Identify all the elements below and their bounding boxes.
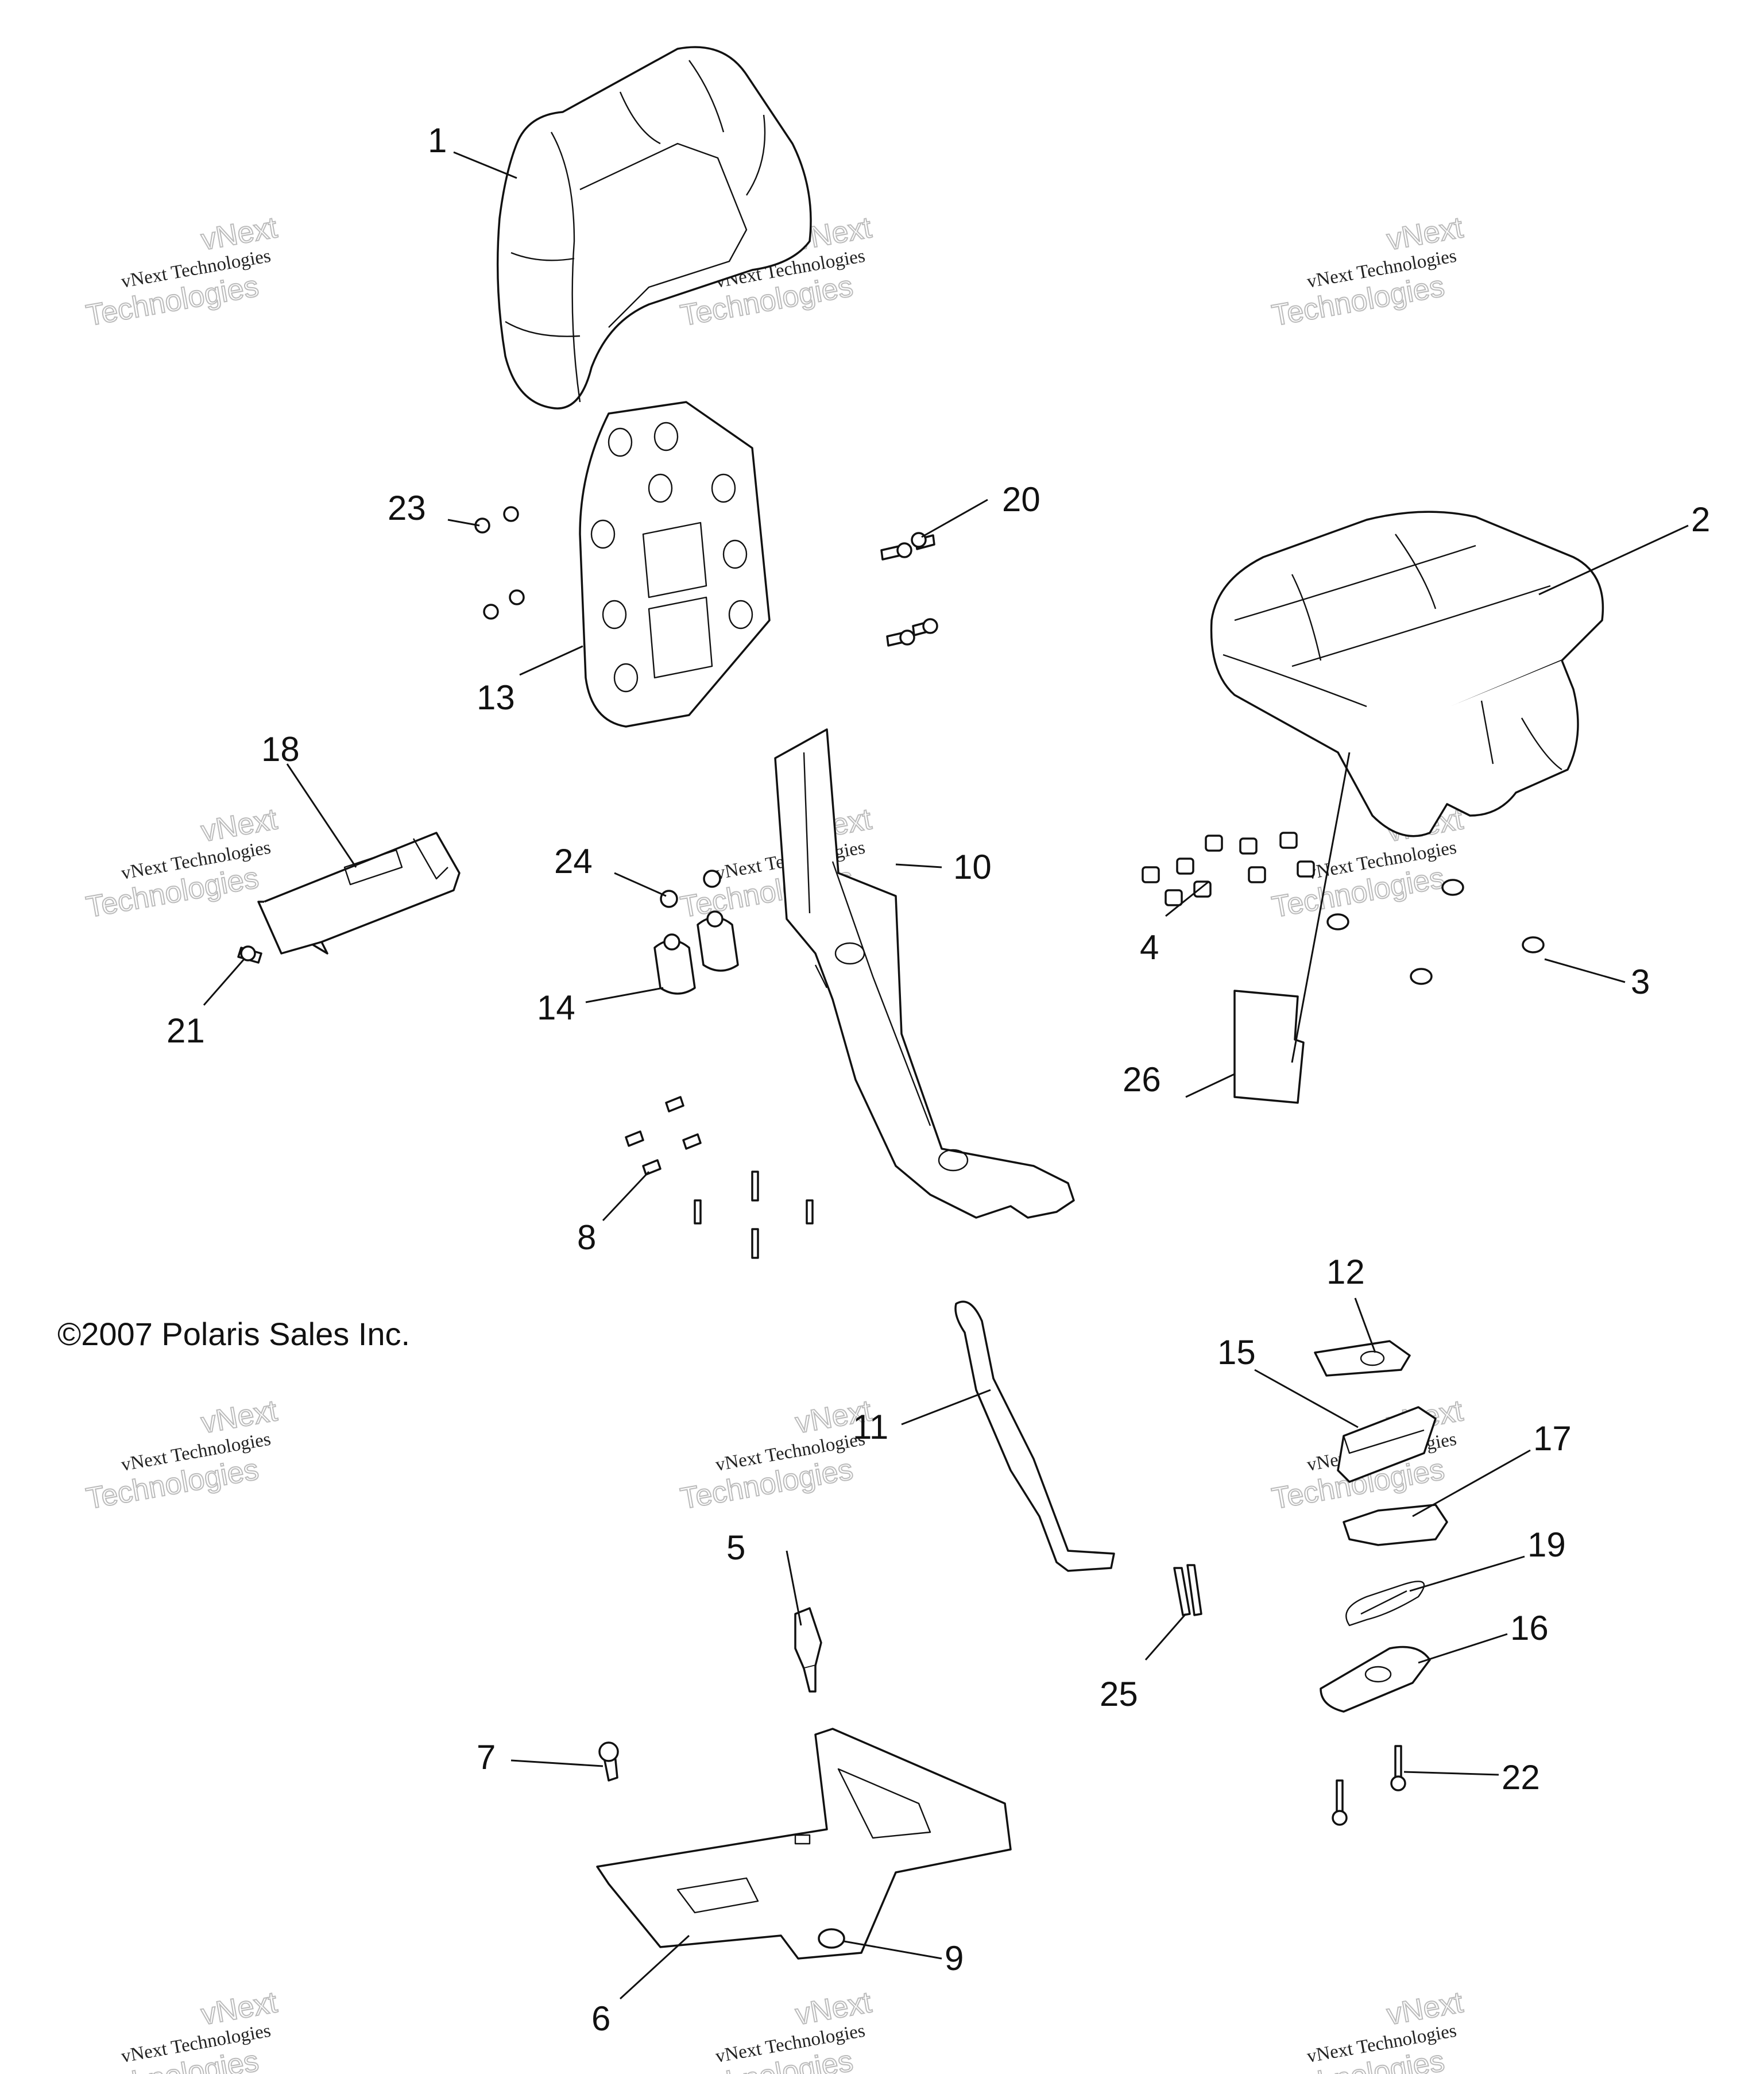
part-26-decal	[1233, 990, 1305, 1104]
part-3-nuts	[1326, 879, 1545, 985]
callout-20: 20	[1002, 480, 1040, 519]
part-8-screws	[625, 1096, 814, 1259]
part-9-nut	[818, 1928, 845, 1949]
part-11-strap	[954, 1300, 1115, 1572]
watermark: vNext vNext Technologies Technologies	[83, 210, 281, 333]
callout-7: 7	[477, 1738, 496, 1776]
part-7-bolt	[598, 1741, 619, 1782]
callout-5: 5	[726, 1528, 745, 1567]
part-5-plunger	[794, 1607, 822, 1693]
callout-10: 10	[953, 848, 992, 886]
callout-6: 6	[591, 1999, 610, 2038]
part-16-latch-base	[1320, 1646, 1431, 1713]
callout-2: 2	[1691, 500, 1710, 539]
part-4-clips	[1142, 832, 1315, 906]
callout-22: 22	[1502, 1758, 1540, 1797]
callout-23: 23	[388, 489, 426, 527]
callout-1: 1	[428, 121, 447, 160]
part-2-seat-cushion	[1210, 511, 1604, 837]
watermark: vNext vNext Technologies Technologies	[1269, 802, 1467, 925]
callout-11: 11	[853, 1408, 888, 1446]
part-18-bracket	[257, 832, 461, 955]
callout-13: 13	[477, 678, 515, 717]
callout-21: 21	[167, 1011, 205, 1050]
part-6-base-plate	[596, 1728, 1012, 1960]
part-12-plate	[1314, 1340, 1411, 1377]
part-10-seat-frame	[774, 728, 1075, 1219]
watermark: vNext vNext Technologies Technologies	[678, 1985, 875, 2074]
callout-25: 25	[1100, 1675, 1138, 1713]
watermark: vNext vNext Technologies Technologies	[1269, 1985, 1467, 2074]
part-13-backrest-plate	[579, 401, 771, 728]
watermarks: vNext vNext Technologies Technologies vN…	[83, 210, 1467, 2074]
callout-18: 18	[261, 730, 300, 768]
callout-24: 24	[554, 842, 593, 880]
copyright-notice: ©2007 Polaris Sales Inc.	[57, 1316, 411, 1352]
watermark: vNext vNext Technologies Technologies	[678, 1393, 875, 1516]
watermark: vNext vNext Technologies Technologies	[83, 802, 281, 925]
callout-16: 16	[1510, 1609, 1549, 1647]
part-22-screws	[1332, 1745, 1406, 1826]
callout-17: 17	[1533, 1419, 1572, 1458]
part-15-latch-housing	[1337, 1406, 1437, 1483]
part-20-bolts	[880, 532, 938, 647]
callouts: 1 2 3 4 5 6 7 8 9 10 11 12 13 14 15 16 1…	[167, 121, 1710, 2038]
callout-15: 15	[1217, 1333, 1256, 1372]
part-21-bolt	[237, 945, 262, 964]
watermark: vNext vNext Technologies Technologies	[1269, 210, 1467, 333]
part-14-bumpers	[653, 910, 739, 995]
callout-9: 9	[945, 1939, 964, 1978]
callout-8: 8	[577, 1218, 596, 1257]
part-23-nuts	[474, 506, 525, 620]
callout-26: 26	[1123, 1060, 1161, 1099]
watermark: vNext vNext Technologies Technologies	[83, 1985, 281, 2074]
part-17-latch	[1343, 1504, 1448, 1546]
part-25-pins	[1173, 1564, 1202, 1616]
callout-14: 14	[537, 988, 575, 1027]
callout-12: 12	[1326, 1253, 1365, 1291]
callout-4: 4	[1140, 928, 1159, 967]
part-19-spring-clip	[1345, 1581, 1425, 1627]
part-1-backrest-cushion	[496, 46, 812, 410]
callout-3: 3	[1631, 963, 1650, 1001]
leader-lines	[203, 151, 1689, 2000]
callout-19: 19	[1527, 1525, 1566, 1564]
watermark: vNext vNext Technologies Technologies	[83, 1393, 281, 1516]
